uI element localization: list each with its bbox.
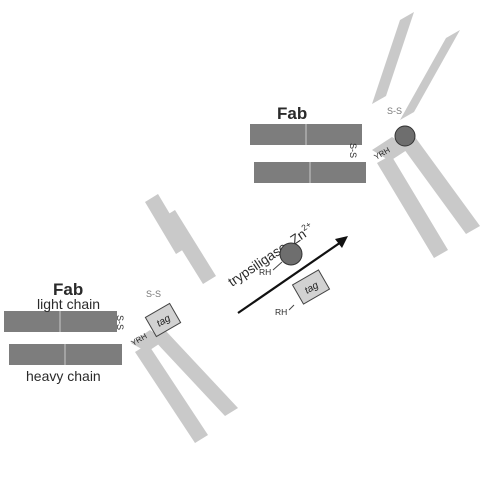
conjugate-ball xyxy=(394,125,416,147)
left-heavy-chain-label: heavy chain xyxy=(26,368,101,384)
right-lower-arm-inner xyxy=(401,137,480,234)
left-light-chain-label: light chain xyxy=(37,296,100,312)
right-fc-region xyxy=(372,12,480,258)
right-hinge-disulfide: S-S xyxy=(387,106,402,116)
left-fab-region xyxy=(4,311,122,365)
right-fab-region xyxy=(250,124,366,183)
right-fab-disulfide: S-S xyxy=(348,143,358,158)
right-lower-arm-outer xyxy=(377,155,448,258)
reaction-arrowhead xyxy=(335,236,348,248)
left-lower-arm-outer xyxy=(135,344,208,443)
left-fab-label: Fab xyxy=(53,280,83,299)
enzyme-superscript: 2+ xyxy=(299,219,313,233)
substrate-ball xyxy=(279,242,303,266)
left-tag: tag xyxy=(144,302,182,338)
byproduct-tag: tag xyxy=(291,269,331,305)
left-upper-arm-inner xyxy=(162,210,216,284)
reaction-arrow xyxy=(237,239,345,314)
byproduct-rh: RH xyxy=(275,307,287,317)
right-upper-arm-inner xyxy=(400,30,460,120)
right-fab-label: Fab xyxy=(277,104,307,123)
reaction: trypsiligase, Zn2+ RH RH tag xyxy=(225,219,348,317)
right-antibody: Fab S-S S-S YRH xyxy=(250,12,480,258)
right-upper-arm-outer xyxy=(372,12,414,104)
left-antibody: tag Fab light chain heavy chain S-S S-S … xyxy=(4,194,238,443)
left-fab-disulfide: S-S xyxy=(115,315,125,330)
left-lower-arm-inner xyxy=(152,330,238,416)
substrate-rh: RH xyxy=(259,267,271,277)
left-hinge-disulfide: S-S xyxy=(146,289,161,299)
